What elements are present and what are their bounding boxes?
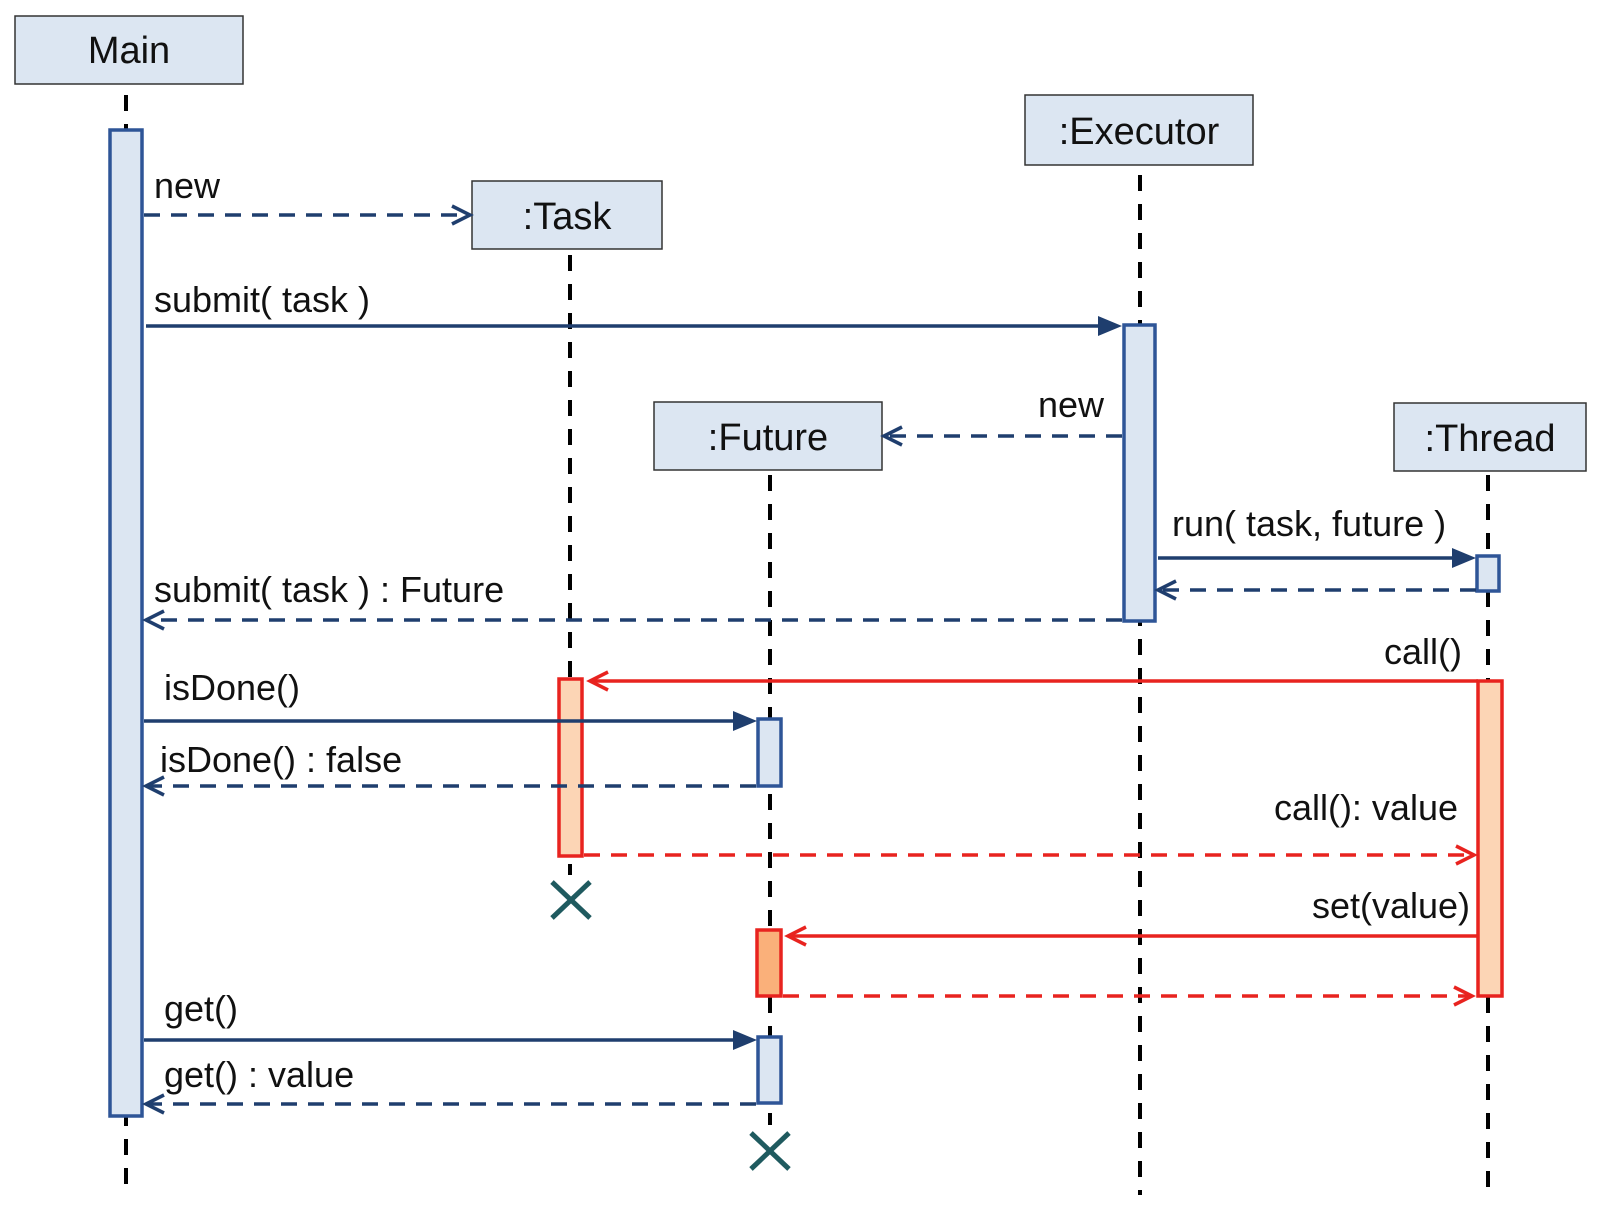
participant-future: :Future bbox=[653, 401, 883, 471]
message-new-task-label: new bbox=[154, 165, 221, 206]
future-isdone-activation bbox=[756, 717, 783, 788]
message-new-future: new bbox=[880, 384, 1122, 447]
message-call: call() bbox=[586, 631, 1478, 692]
message-isdone-return-label: isDone() : false bbox=[160, 739, 402, 780]
participant-executor: :Executor bbox=[1024, 94, 1254, 166]
message-isdone-return: isDone() : false bbox=[142, 739, 756, 797]
future-get-activation bbox=[756, 1035, 783, 1105]
participant-task: :Task bbox=[471, 180, 663, 250]
message-submit-return: submit( task ) : Future bbox=[142, 569, 1122, 631]
message-set-return bbox=[783, 985, 1476, 1007]
message-set-label: set(value) bbox=[1312, 885, 1470, 926]
message-call-return-label: call(): value bbox=[1274, 787, 1458, 828]
message-get-label: get() bbox=[164, 988, 238, 1029]
main-activation bbox=[108, 128, 144, 1118]
participant-main: Main bbox=[14, 15, 244, 85]
message-run: run( task, future ) bbox=[1158, 503, 1476, 568]
message-submit-label: submit( task ) bbox=[154, 279, 370, 320]
message-call-return: call(): value bbox=[584, 787, 1478, 866]
message-submit: submit( task ) bbox=[146, 279, 1122, 336]
participant-executor-label: :Executor bbox=[1059, 111, 1220, 153]
participant-thread-label: :Thread bbox=[1425, 418, 1556, 460]
message-run-label: run( task, future ) bbox=[1172, 503, 1446, 544]
thread-run-activation bbox=[1475, 554, 1501, 593]
message-new-future-label: new bbox=[1038, 384, 1105, 425]
future-set-activation bbox=[755, 928, 783, 998]
message-call-label: call() bbox=[1384, 631, 1462, 672]
task-call-activation bbox=[557, 677, 584, 858]
task-destroy-mark bbox=[550, 880, 592, 920]
participant-task-label: :Task bbox=[523, 196, 613, 238]
message-run-return bbox=[1154, 579, 1476, 601]
participant-main-label: Main bbox=[88, 30, 170, 72]
message-get-return: get() : value bbox=[142, 1054, 756, 1115]
message-isdone: isDone() bbox=[144, 667, 757, 731]
message-new-task: new bbox=[144, 165, 474, 226]
message-isdone-label: isDone() bbox=[164, 667, 300, 708]
thread-call-activation bbox=[1476, 679, 1504, 998]
executor-activation bbox=[1122, 323, 1157, 623]
message-get-return-label: get() : value bbox=[164, 1054, 354, 1095]
message-set: set(value) bbox=[784, 885, 1478, 947]
participant-thread: :Thread bbox=[1393, 402, 1587, 472]
message-get: get() bbox=[144, 988, 757, 1050]
message-submit-return-label: submit( task ) : Future bbox=[154, 569, 504, 610]
participant-future-label: :Future bbox=[708, 417, 828, 459]
future-destroy-mark bbox=[749, 1131, 791, 1171]
